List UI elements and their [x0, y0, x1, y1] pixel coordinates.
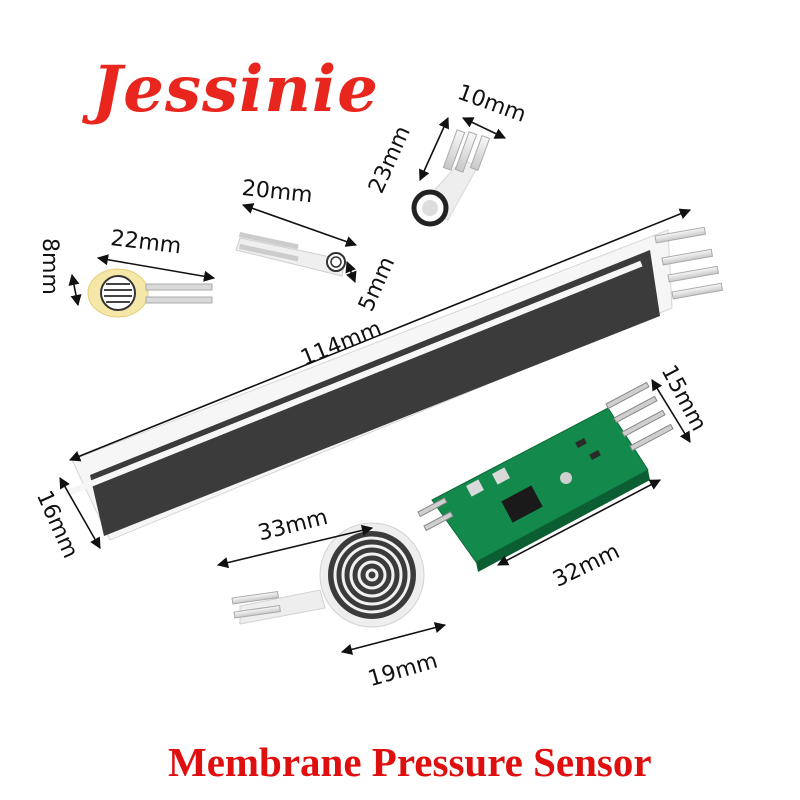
pcb-module: [417, 381, 674, 572]
dim-label-8mm: 8mm: [37, 238, 62, 295]
product-caption: Membrane Pressure Sensor: [168, 739, 652, 785]
strip-sensor-20mm: [235, 232, 346, 277]
round-sensor-tiny: [87, 268, 213, 318]
round-sensor-small: [411, 129, 491, 227]
dimension-arrows: [59, 116, 692, 655]
brand-logo: Jessinie: [92, 52, 379, 127]
